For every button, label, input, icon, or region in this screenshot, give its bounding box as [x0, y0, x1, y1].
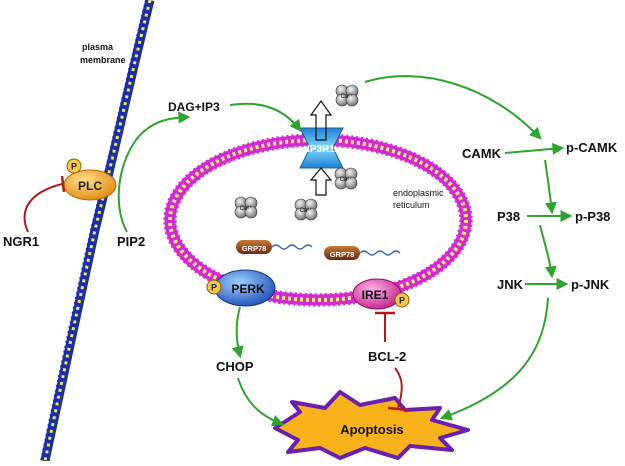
er-label-line2: reticulum: [393, 200, 430, 210]
calcium-cluster-3: Ca²⁺: [234, 196, 258, 219]
phospho-label: P: [399, 296, 405, 306]
grp78-b-label: GRP78: [330, 250, 355, 259]
er-label-line1: endoplasmic: [393, 188, 444, 198]
perk-to-chop-arrow: [231, 306, 244, 359]
ire1-protein: IRE1 P: [352, 278, 410, 310]
phospho-label: P: [211, 283, 217, 293]
dag-ip3-label: DAG+IP3: [168, 100, 220, 114]
membrane-label-line2: membrane: [80, 55, 126, 65]
ire1-label: IRE1: [362, 288, 389, 302]
ip3r1-channel: IP3R1: [299, 127, 344, 169]
calcium-release-arrows: [309, 99, 333, 196]
phospho-label: P: [71, 162, 77, 172]
calcium-label: Ca²⁺: [340, 176, 353, 183]
apoptosis-burst: Apoptosis: [273, 390, 470, 460]
grp78-a: GRP78: [236, 240, 313, 254]
grp78-a-label: GRP78: [242, 244, 267, 253]
calcium-cluster-1: Ca²⁺: [335, 84, 359, 107]
p-jnk-label: p-JNK: [571, 277, 610, 292]
apoptosis-label: Apoptosis: [340, 422, 404, 437]
p-camk-label: p-CAMK: [566, 140, 618, 155]
calcium-to-pcamk-arrow: [364, 75, 542, 140]
plc-protein: PLC P: [63, 158, 117, 201]
pip2-label: PIP2: [117, 234, 145, 249]
perk-protein: PERK P: [206, 269, 276, 307]
ngr1-inhibits-plc: [23, 175, 66, 233]
pcamk-to-pp38-arrow: [544, 159, 557, 215]
pp38-to-pjnk-arrow: [539, 224, 557, 279]
chop-label: CHOP: [216, 359, 254, 374]
plasma-membrane: [40, 0, 155, 462]
calcium-cluster-4: Ca²⁺: [294, 198, 318, 221]
camk-to-pcamk-arrow: [504, 142, 565, 155]
chop-to-apoptosis-arrow: [237, 377, 285, 427]
calcium-label: Ca²⁺: [240, 205, 253, 212]
ip3-to-ip3r1-arrow: [229, 102, 302, 132]
bcl2-inhibits-apoptosis: [387, 367, 409, 412]
pjnk-to-apoptosis-arrow: [439, 297, 549, 421]
pip2-to-dag-ip3-arrow: [117, 111, 191, 233]
ip3r1-label: IP3R1: [307, 144, 335, 155]
ire1-inhibits-bcl2: [375, 311, 395, 342]
bcl2-label: BCL-2: [368, 349, 406, 364]
membrane-label-line1: plasma: [82, 42, 114, 52]
ngr1-label: NGR1: [3, 234, 39, 249]
camk-label: CAMK: [462, 146, 502, 161]
perk-label: PERK: [231, 282, 265, 296]
calcium-cluster-2: Ca²⁺: [334, 167, 358, 190]
grp78-b: GRP78: [324, 246, 401, 260]
jnk-label: JNK: [497, 277, 524, 292]
p-p38-label: p-P38: [575, 209, 610, 224]
calcium-label: Ca²⁺: [300, 207, 313, 214]
calcium-label: Ca²⁺: [341, 93, 354, 100]
p38-label: P38: [497, 209, 520, 224]
plc-label: PLC: [78, 179, 102, 193]
